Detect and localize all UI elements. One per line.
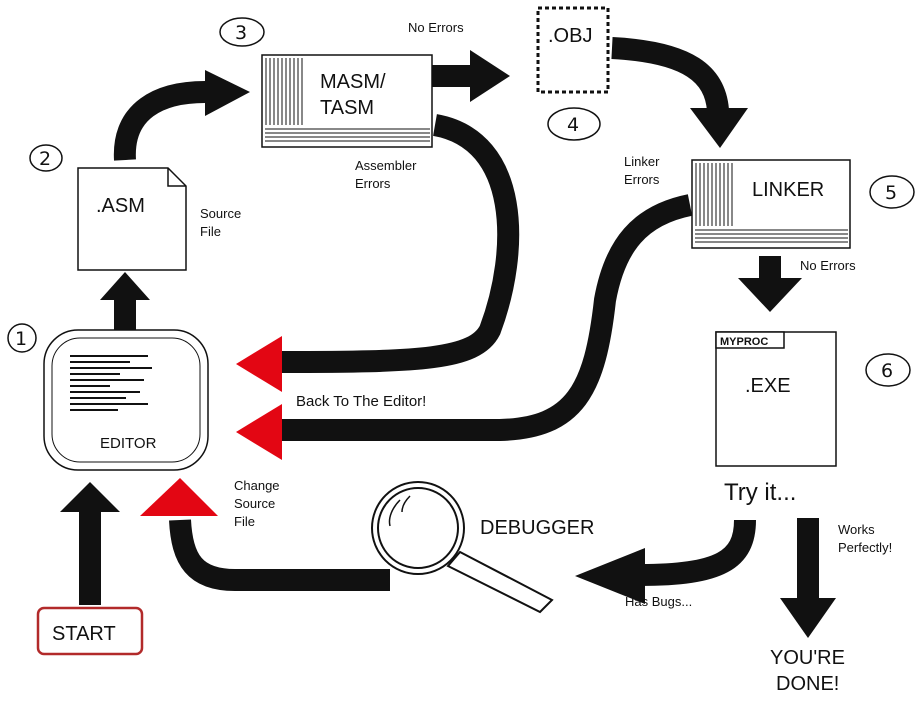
obj-label: .OBJ bbox=[548, 25, 592, 47]
flow-arrows bbox=[79, 37, 819, 605]
debugger-label: DEBUGGER bbox=[480, 517, 594, 539]
arrowhead-into-exe bbox=[738, 278, 802, 312]
start-node bbox=[36, 606, 144, 656]
red-arrowhead-assembler-back bbox=[236, 336, 282, 392]
step-6-number: 6 bbox=[881, 360, 893, 382]
works-perfectly-line2: Perfectly! bbox=[838, 540, 892, 555]
arrow-obj-to-linker bbox=[611, 37, 729, 112]
youre-done-line1: YOU'RE bbox=[770, 647, 845, 669]
step-4-number: 4 bbox=[567, 114, 579, 136]
arrow-debugger-to-editor bbox=[169, 519, 390, 591]
step-3-circle bbox=[219, 17, 265, 47]
asm-file-label: .ASM bbox=[96, 195, 145, 217]
arrow-assembler-errors-back bbox=[279, 114, 520, 373]
works-perfectly-line1: Works bbox=[838, 522, 875, 537]
masm-label-line2: TASM bbox=[320, 97, 374, 119]
assembler-errors-line1: Assembler bbox=[355, 158, 417, 173]
obj-stamp-node bbox=[536, 6, 610, 94]
step-2-circle bbox=[29, 144, 63, 172]
editor-label: EDITOR bbox=[100, 435, 157, 452]
exe-label: .EXE bbox=[745, 375, 791, 397]
step-1-circle bbox=[7, 323, 37, 353]
step-4-circle bbox=[547, 107, 601, 141]
step-5-number: 5 bbox=[885, 182, 897, 204]
linker-stripes bbox=[695, 163, 848, 243]
arrowhead-into-obj bbox=[470, 50, 510, 102]
red-arrowhead-linker-back bbox=[236, 404, 282, 460]
arrowhead-into-debugger-region bbox=[575, 548, 645, 604]
step-1-number: 1 bbox=[15, 328, 27, 350]
linker-errors-line2: Errors bbox=[624, 172, 660, 187]
change-source-line3: File bbox=[234, 514, 255, 529]
magnifier-icon bbox=[371, 481, 554, 614]
arrowhead-into-done bbox=[780, 598, 836, 638]
assembler-errors-line2: Errors bbox=[355, 176, 391, 191]
red-arrowhead-debugger-back bbox=[140, 478, 218, 516]
step-markers bbox=[7, 17, 915, 387]
linker-label: LINKER bbox=[752, 179, 824, 201]
back-to-editor-label: Back To The Editor! bbox=[296, 393, 426, 410]
arrowhead-into-asm bbox=[100, 272, 150, 300]
linker-errors-line1: Linker bbox=[624, 154, 660, 169]
step-3-number: 3 bbox=[235, 22, 247, 44]
masm-tasm-node bbox=[261, 54, 433, 148]
editor-text-lines bbox=[70, 355, 152, 411]
no-errors-right-label: No Errors bbox=[800, 258, 856, 273]
editor-monitor-node bbox=[43, 329, 209, 471]
try-it-label: Try it... bbox=[724, 479, 796, 506]
arrow-try-to-debugger bbox=[639, 519, 756, 586]
masm-label-line1: MASM/ bbox=[320, 71, 386, 93]
change-source-line1: Change bbox=[234, 478, 280, 493]
exe-tab-label: MYPROC bbox=[720, 336, 768, 348]
linker-node bbox=[691, 159, 851, 249]
youre-done-line2: DONE! bbox=[776, 673, 839, 695]
red-arrowheads bbox=[140, 336, 282, 516]
masm-stripes bbox=[265, 58, 430, 142]
arrow-linker-errors-back bbox=[280, 194, 693, 441]
step-5-circle bbox=[869, 175, 915, 209]
source-file-label-line2: File bbox=[200, 224, 221, 239]
flow-arrowheads bbox=[60, 50, 836, 638]
arrowhead-into-linker bbox=[690, 108, 748, 148]
arrow-asm-to-masm bbox=[113, 81, 206, 161]
asm-file-node bbox=[77, 167, 187, 271]
arrowhead-into-masm bbox=[205, 70, 250, 116]
arrowhead-into-editor-from-start bbox=[60, 482, 120, 512]
step-6-circle bbox=[865, 353, 911, 387]
exe-window-node bbox=[715, 331, 837, 467]
start-label: START bbox=[52, 623, 116, 645]
no-errors-top-label: No Errors bbox=[408, 20, 464, 35]
step-2-number: 2 bbox=[39, 148, 51, 170]
source-file-label-line1: Source bbox=[200, 206, 241, 221]
change-source-line2: Source bbox=[234, 496, 275, 511]
has-bugs-label: Has Bugs... bbox=[625, 594, 692, 609]
